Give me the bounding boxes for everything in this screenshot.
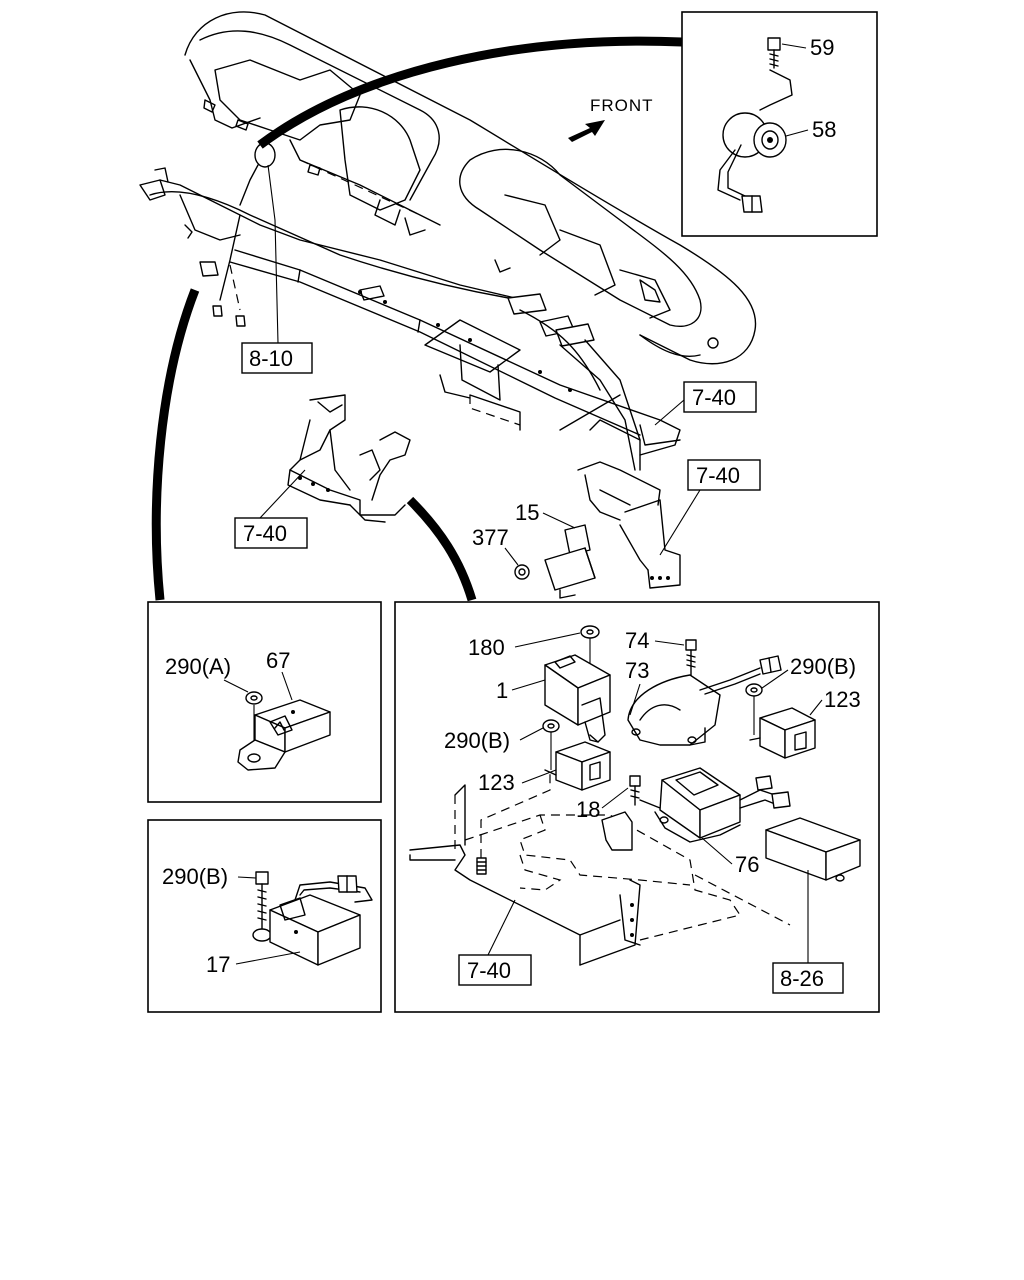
part-290b-label-c: 290(B) bbox=[444, 728, 510, 753]
callout-arc-center bbox=[406, 496, 477, 602]
part-1-label: 1 bbox=[496, 678, 508, 703]
inset-parts-58-59: 59 58 bbox=[681, 11, 878, 237]
part-17-label: 17 bbox=[206, 952, 230, 977]
part-76-label: 76 bbox=[735, 852, 759, 877]
instrument-panel-assembly bbox=[139, 11, 757, 599]
callout-arc-left bbox=[151, 288, 200, 601]
part-377-label: 377 bbox=[472, 525, 509, 550]
part-290b-label-a: 290(B) bbox=[162, 864, 228, 889]
part-58-label: 58 bbox=[812, 117, 836, 142]
inset-relays-bracket: 180 74 73 1 290(B) 123 290(B) 123 18 76 … bbox=[394, 601, 880, 1013]
part-73-label: 73 bbox=[625, 658, 649, 683]
part-59-label: 59 bbox=[810, 35, 834, 60]
part-123-label-a: 123 bbox=[478, 770, 515, 795]
part-290b-label-b: 290(B) bbox=[790, 654, 856, 679]
part-180-label: 180 bbox=[468, 635, 505, 660]
part-18-label: 18 bbox=[576, 797, 600, 822]
part-290a-label: 290(A) bbox=[165, 654, 231, 679]
ref-7-40-label-b: 7-40 bbox=[696, 463, 740, 488]
callout-arc-top bbox=[257, 36, 683, 149]
part-123-label-b: 123 bbox=[824, 687, 861, 712]
ref-box-7-40-a: 7-40 bbox=[654, 381, 757, 426]
ref-7-40-label-c: 7-40 bbox=[243, 521, 287, 546]
ref-8-10-label: 8-10 bbox=[249, 346, 293, 371]
ref-box-7-40-c: 7-40 bbox=[234, 469, 308, 549]
inset-parts-67: 290(A) 67 bbox=[147, 601, 382, 803]
part-67-label: 67 bbox=[266, 648, 290, 673]
ref-box-7-40-b: 7-40 bbox=[659, 459, 761, 556]
ref-box-8-10: 8-10 bbox=[241, 164, 313, 374]
part-15-label: 15 bbox=[515, 500, 539, 525]
ref-7-40-label-d: 7-40 bbox=[467, 958, 511, 983]
inset-parts-17: 290(B) 17 bbox=[147, 819, 382, 1013]
ref-8-26-label: 8-26 bbox=[780, 966, 824, 991]
ref-7-40-label-a: 7-40 bbox=[692, 385, 736, 410]
part-74-label: 74 bbox=[625, 628, 649, 653]
front-label: FRONT bbox=[590, 96, 654, 115]
